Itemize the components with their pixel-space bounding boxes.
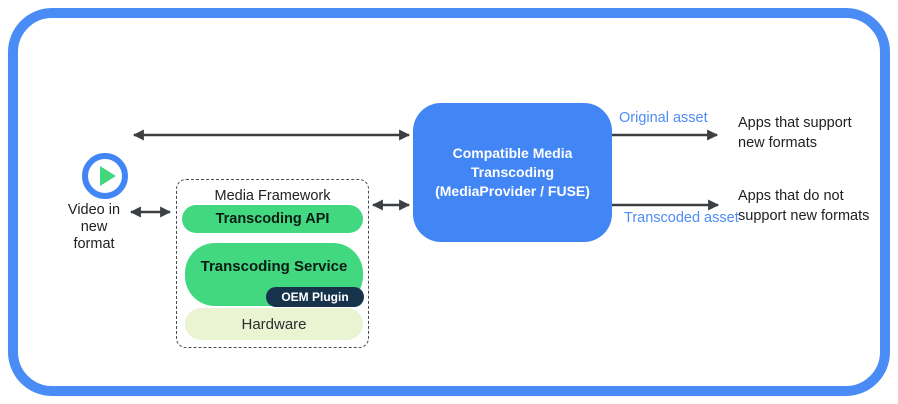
hardware-pill: Hardware [185,308,363,340]
oem-plugin-pill: OEM Plugin [266,287,364,307]
diagram-border [8,8,890,396]
play-triangle-icon [100,166,116,186]
video-source-label: Video in new format [67,202,121,252]
media-framework-box: Media Framework Transcoding API Transcod… [176,179,369,348]
apps-support-label: Apps that support new formats [738,115,852,151]
play-icon [82,153,128,199]
compatible-media-transcoding-box: Compatible Media Transcoding (MediaProvi… [413,103,612,242]
original-asset-label: Original asset [619,110,708,126]
transcoded-asset-label: Transcoded asset [624,210,739,226]
media-framework-title: Media Framework [214,188,331,204]
apps-no-support-label: Apps that do not support new formats [738,188,870,224]
transcoding-api-pill: Transcoding API [182,205,363,233]
